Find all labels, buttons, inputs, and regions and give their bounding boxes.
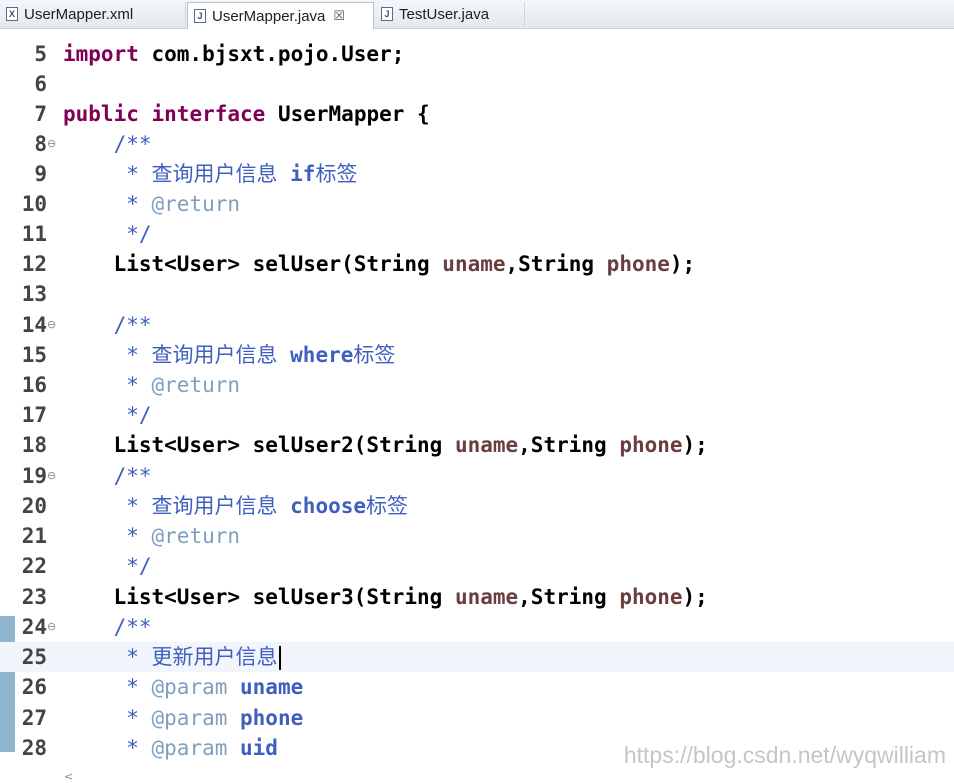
code-text: * @return — [63, 373, 241, 397]
close-icon[interactable]: ☒ — [333, 8, 346, 23]
code-line: 19 ⊖ /** — [0, 461, 954, 491]
line-number: 27 — [21, 706, 47, 730]
code-text: */ — [63, 554, 152, 578]
code-text: * @return — [63, 192, 241, 216]
code-line-current: 25 * 更新用户信息 — [0, 642, 954, 672]
tab-label: UserMapper.java — [212, 7, 326, 25]
code-line: 9 * 查询用户信息 if标签 — [0, 159, 954, 189]
line-number: 18 — [21, 433, 47, 457]
java-file-icon: J — [381, 7, 393, 21]
code-line: 11 */ — [0, 219, 954, 249]
line-number: 11 — [21, 222, 47, 246]
line-number: 16 — [21, 373, 47, 397]
line-number: 17 — [21, 403, 47, 427]
code-text: * @param uname — [63, 675, 304, 699]
code-text: */ — [63, 403, 152, 427]
code-text: * 更新用户信息 — [63, 642, 281, 672]
tab-usermapper-java[interactable]: J UserMapper.java ☒ — [187, 2, 374, 29]
code-line: 15 * 查询用户信息 where标签 — [0, 340, 954, 370]
code-line: 22 */ — [0, 551, 954, 581]
code-text: /** — [63, 464, 152, 488]
code-line: 26 * @param uname — [0, 672, 954, 702]
code-line: 5 import com.bjsxt.pojo.User; — [0, 39, 954, 69]
fold-toggle-icon[interactable]: ⊖ — [47, 137, 57, 150]
tab-label: TestUser.java — [399, 5, 490, 23]
line-number: 8 — [34, 132, 47, 156]
code-text: * 查询用户信息 if标签 — [63, 162, 358, 186]
line-number: 5 — [34, 42, 47, 66]
line-number: 28 — [21, 736, 47, 760]
code-text: * @param phone — [63, 706, 304, 730]
code-line: 27 * @param phone — [0, 703, 954, 733]
code-text: /** — [63, 313, 152, 337]
code-line: 20 * 查询用户信息 choose标签 — [0, 491, 954, 521]
tab-usermapper-xml[interactable]: X UserMapper.xml — [0, 2, 186, 26]
code-text: * @return — [63, 524, 241, 548]
code-line: 10 * @return — [0, 189, 954, 219]
code-line: 18 List<User> selUser2(String uname,Stri… — [0, 430, 954, 460]
line-number: 25 — [21, 645, 47, 669]
tab-label: UserMapper.xml — [24, 5, 134, 23]
code-text: List<User> selUser2(String uname,String … — [63, 433, 708, 457]
java-file-icon: J — [194, 9, 206, 23]
line-number: 23 — [21, 585, 47, 609]
code-line: 7 public interface UserMapper { — [0, 99, 954, 129]
line-number: 22 — [21, 554, 47, 578]
line-number: 12 — [21, 252, 47, 276]
line-number: 26 — [21, 675, 47, 699]
line-number: 7 — [34, 102, 47, 126]
code-line: 24 ⊖ /** — [0, 612, 954, 642]
tab-testuser-java[interactable]: J TestUser.java — [375, 2, 525, 26]
xml-file-icon: X — [6, 7, 18, 21]
line-number: 14 — [21, 313, 47, 337]
line-number: 15 — [21, 343, 47, 367]
code-text: * 查询用户信息 choose标签 — [63, 494, 409, 518]
line-number: 19 — [21, 464, 47, 488]
line-number: 24 — [21, 615, 47, 639]
code-text: */ — [63, 222, 152, 246]
code-line: 28 * @param uid — [0, 733, 954, 763]
line-number: 21 — [21, 524, 47, 548]
code-line: 13 — [0, 279, 954, 309]
code-line: 23 List<User> selUser3(String uname,Stri… — [0, 582, 954, 612]
code-text: * 查询用户信息 where标签 — [63, 343, 396, 367]
fold-toggle-icon[interactable]: ⊖ — [47, 469, 57, 482]
line-number: 20 — [21, 494, 47, 518]
code-line: 21 * @return — [0, 521, 954, 551]
code-text: * @param uid — [63, 736, 278, 760]
scroll-left-arrow-icon[interactable]: < — [64, 770, 74, 783]
code-text: public interface UserMapper { — [63, 102, 430, 126]
line-number: 10 — [21, 192, 47, 216]
text-cursor — [278, 646, 281, 670]
code-text: /** — [63, 615, 152, 639]
code-line: 16 * @return — [0, 370, 954, 400]
code-line: 17 */ — [0, 400, 954, 430]
code-text: List<User> selUser(String uname,String p… — [63, 252, 696, 276]
line-number: 9 — [34, 162, 47, 186]
code-text: List<User> selUser3(String uname,String … — [63, 585, 708, 609]
code-line: 12 List<User> selUser(String uname,Strin… — [0, 249, 954, 279]
fold-toggle-icon[interactable]: ⊖ — [47, 318, 57, 331]
code-line: 8 ⊖ /** — [0, 129, 954, 159]
fold-toggle-icon[interactable]: ⊖ — [47, 620, 57, 633]
watermark: https://blog.csdn.net/wyqwilliam — [623, 742, 946, 768]
code-text: /** — [63, 132, 152, 156]
code-line: 14 ⊖ /** — [0, 310, 954, 340]
code-line: 6 — [0, 69, 954, 99]
code-text: import com.bjsxt.pojo.User; — [63, 42, 405, 66]
line-number: 6 — [34, 72, 47, 96]
code-editor[interactable]: 5 import com.bjsxt.pojo.User; 6 7 public… — [0, 29, 954, 781]
editor-tab-bar: X UserMapper.xml J UserMapper.java ☒ J T… — [0, 0, 954, 29]
line-number: 13 — [21, 282, 47, 306]
